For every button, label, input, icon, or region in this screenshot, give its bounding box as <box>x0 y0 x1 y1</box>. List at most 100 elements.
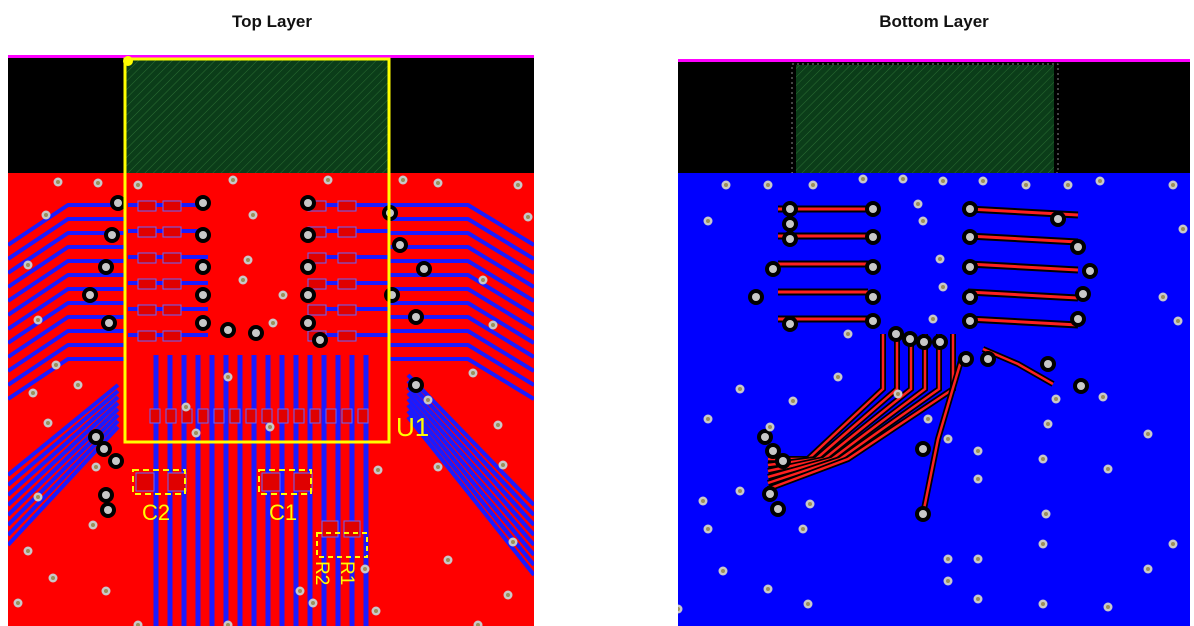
via <box>786 220 794 228</box>
via <box>962 355 970 363</box>
via <box>224 326 232 334</box>
stitch-via-hole <box>184 405 188 409</box>
stitch-via-hole <box>251 213 255 217</box>
stitch-via-hole <box>1106 467 1110 471</box>
bottom-bus <box>921 353 965 515</box>
stitch-via-hole <box>54 363 58 367</box>
stitch-via-hole <box>1041 602 1045 606</box>
keepout-outline <box>791 63 1059 174</box>
stitch-via-hole <box>311 601 315 605</box>
stitch-via-hole <box>1041 542 1045 546</box>
via <box>869 317 877 325</box>
via <box>786 235 794 243</box>
via <box>786 205 794 213</box>
stitch-via-hole <box>976 557 980 561</box>
stitch-via-hole <box>94 465 98 469</box>
res-pad <box>343 520 361 538</box>
c1-outline <box>258 469 312 495</box>
bottom-bus <box>767 334 955 491</box>
via <box>1054 215 1062 223</box>
top-copper-pour <box>8 173 534 626</box>
bottom-layer-view <box>678 59 1190 626</box>
right-fanout-trace <box>388 259 534 303</box>
stitch-via-hole <box>801 527 805 531</box>
diag-trace <box>406 415 534 577</box>
stitch-via-hole <box>36 495 40 499</box>
stitch-via-hole <box>1044 512 1048 516</box>
pad <box>137 200 157 212</box>
pad <box>245 408 257 424</box>
stitch-via-hole <box>1098 179 1102 183</box>
stitch-via-hole <box>446 558 450 562</box>
pad <box>137 252 157 264</box>
via <box>304 263 312 271</box>
via <box>112 457 120 465</box>
via <box>786 320 794 328</box>
via <box>108 231 116 239</box>
stitch-via-hole <box>374 609 378 613</box>
stitch-via-hole <box>281 293 285 297</box>
stitch-via-hole <box>1024 183 1028 187</box>
stitch-via-hole <box>326 178 330 182</box>
diag-trace <box>8 389 120 487</box>
pad <box>261 408 273 424</box>
pad <box>165 408 177 424</box>
stitch-via-hole <box>241 278 245 282</box>
stitch-via-hole <box>701 499 705 503</box>
via <box>936 338 944 346</box>
stitch-via-hole <box>56 180 60 184</box>
stitch-via-hole <box>1171 542 1175 546</box>
stitch-via-hole <box>51 576 55 580</box>
stitch-via-hole <box>946 557 950 561</box>
stitch-via <box>678 604 683 614</box>
via <box>892 330 900 338</box>
r1-designator: R1 <box>336 561 357 585</box>
board-edge <box>8 55 534 58</box>
via <box>869 263 877 271</box>
via <box>199 231 207 239</box>
pad <box>162 252 182 264</box>
stitch-via-hole <box>706 527 710 531</box>
bottom-traces <box>766 205 1079 515</box>
stitch-via-hole <box>91 523 95 527</box>
bottom-bus <box>767 334 913 473</box>
stitch-via-hole <box>926 417 930 421</box>
diag-trace <box>8 383 120 477</box>
via <box>966 317 974 325</box>
stitch-via-hole <box>1041 457 1045 461</box>
res-pad <box>321 520 339 538</box>
stitch-via-hole <box>31 391 35 395</box>
stitch-via-hole <box>471 371 475 375</box>
stitch-via-hole <box>1046 422 1050 426</box>
via <box>105 319 113 327</box>
via <box>1079 290 1087 298</box>
via <box>769 265 777 273</box>
stitch-via-hole <box>901 177 905 181</box>
pad <box>229 408 241 424</box>
stitch-via-hole <box>26 263 30 267</box>
diag-trace <box>8 395 120 497</box>
bottom-layer-title: Bottom Layer <box>879 12 989 31</box>
via <box>1077 382 1085 390</box>
stitch-via-hole <box>941 179 945 183</box>
left-fanout-trace <box>8 245 126 289</box>
diag-trace <box>8 401 120 507</box>
via <box>92 433 100 441</box>
stitch-via-hole <box>808 502 812 506</box>
top-vias <box>13 175 533 626</box>
via <box>779 457 787 465</box>
via <box>304 291 312 299</box>
right-fanout-trace <box>388 245 534 289</box>
stitch-via-hole <box>401 178 405 182</box>
stitch-via-hole <box>1101 395 1105 399</box>
stitch-via-hole <box>768 425 772 429</box>
via <box>412 381 420 389</box>
r2-designator: R2 <box>311 561 332 585</box>
stitch-via-hole <box>506 593 510 597</box>
pad <box>162 226 182 238</box>
stitch-via-hole <box>896 392 900 396</box>
stitch-via-hole <box>436 181 440 185</box>
pad <box>197 408 209 424</box>
stitch-via-hole <box>1171 183 1175 187</box>
diag-trace <box>406 397 534 547</box>
